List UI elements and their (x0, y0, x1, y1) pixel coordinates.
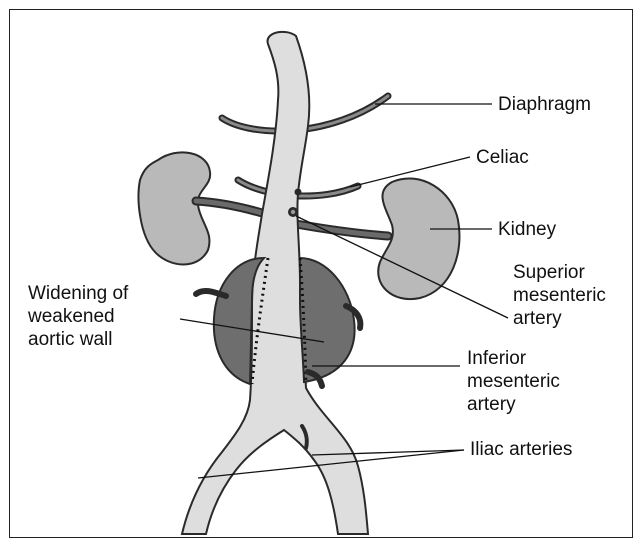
diaphragm-label: Diaphragm (498, 93, 591, 116)
iliac-label: Iliac arteries (470, 438, 572, 461)
aneurysm-bulge-right (300, 258, 355, 382)
left-upper-branch (196, 291, 226, 296)
inferior-mesenteric-label: Inferior mesenteric artery (467, 347, 560, 416)
widening-label: Widening of weakened aortic wall (28, 282, 128, 351)
celiac-label: Celiac (476, 146, 529, 169)
left-kidney (139, 152, 211, 264)
sma-origin (295, 189, 302, 196)
kidney-label: Kidney (498, 218, 556, 241)
superior-mesenteric-label: Superior mesenteric artery (513, 261, 606, 330)
